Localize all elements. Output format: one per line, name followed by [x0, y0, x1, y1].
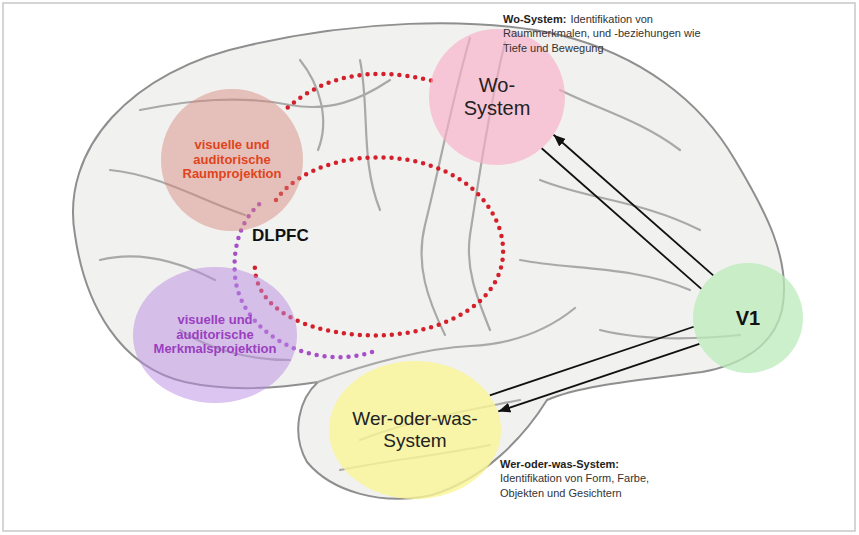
system-circle: Wer-oder-was- SystemWer-oder-was-System:… [329, 361, 502, 499]
caption-heading: Wer-oder-was-System: [500, 457, 690, 471]
pathway-arrow [554, 135, 714, 276]
caption-text: Identifikation von Form, Farbe, Objekten… [500, 472, 649, 498]
cortex-circle: V1 [693, 263, 803, 373]
pathway-arrow [498, 344, 699, 412]
node-title: V1 [736, 307, 760, 330]
frame [3, 3, 855, 531]
caption-heading: Wo-System: [503, 13, 566, 25]
brain-outline [73, 23, 784, 498]
pathway-arrow [490, 327, 694, 396]
label-holder: DLPFC [252, 226, 309, 246]
pathway-arrow [542, 148, 702, 289]
caption: Wer-oder-was-System:Identifikation von F… [500, 457, 690, 500]
dotted-pathway [284, 74, 431, 111]
region-label: DLPFC [252, 226, 309, 245]
projection-circle: visuelle und auditorische Raumprojektion [161, 89, 303, 231]
node-title: Wer-oder-was- System [345, 408, 485, 452]
node-title: visuelle und auditorische Merkmalsprojek… [150, 313, 280, 358]
caption: Wo-System:Identifikation von Raummerkmal… [503, 12, 713, 55]
node-title: Wo- System [457, 74, 537, 120]
node-title: visuelle und auditorische Raumprojektion [176, 138, 288, 183]
system-circle: Wo- SystemWo-System:Identifikation von R… [429, 29, 565, 165]
projection-circle: visuelle und auditorische Merkmalsprojek… [133, 267, 296, 402]
